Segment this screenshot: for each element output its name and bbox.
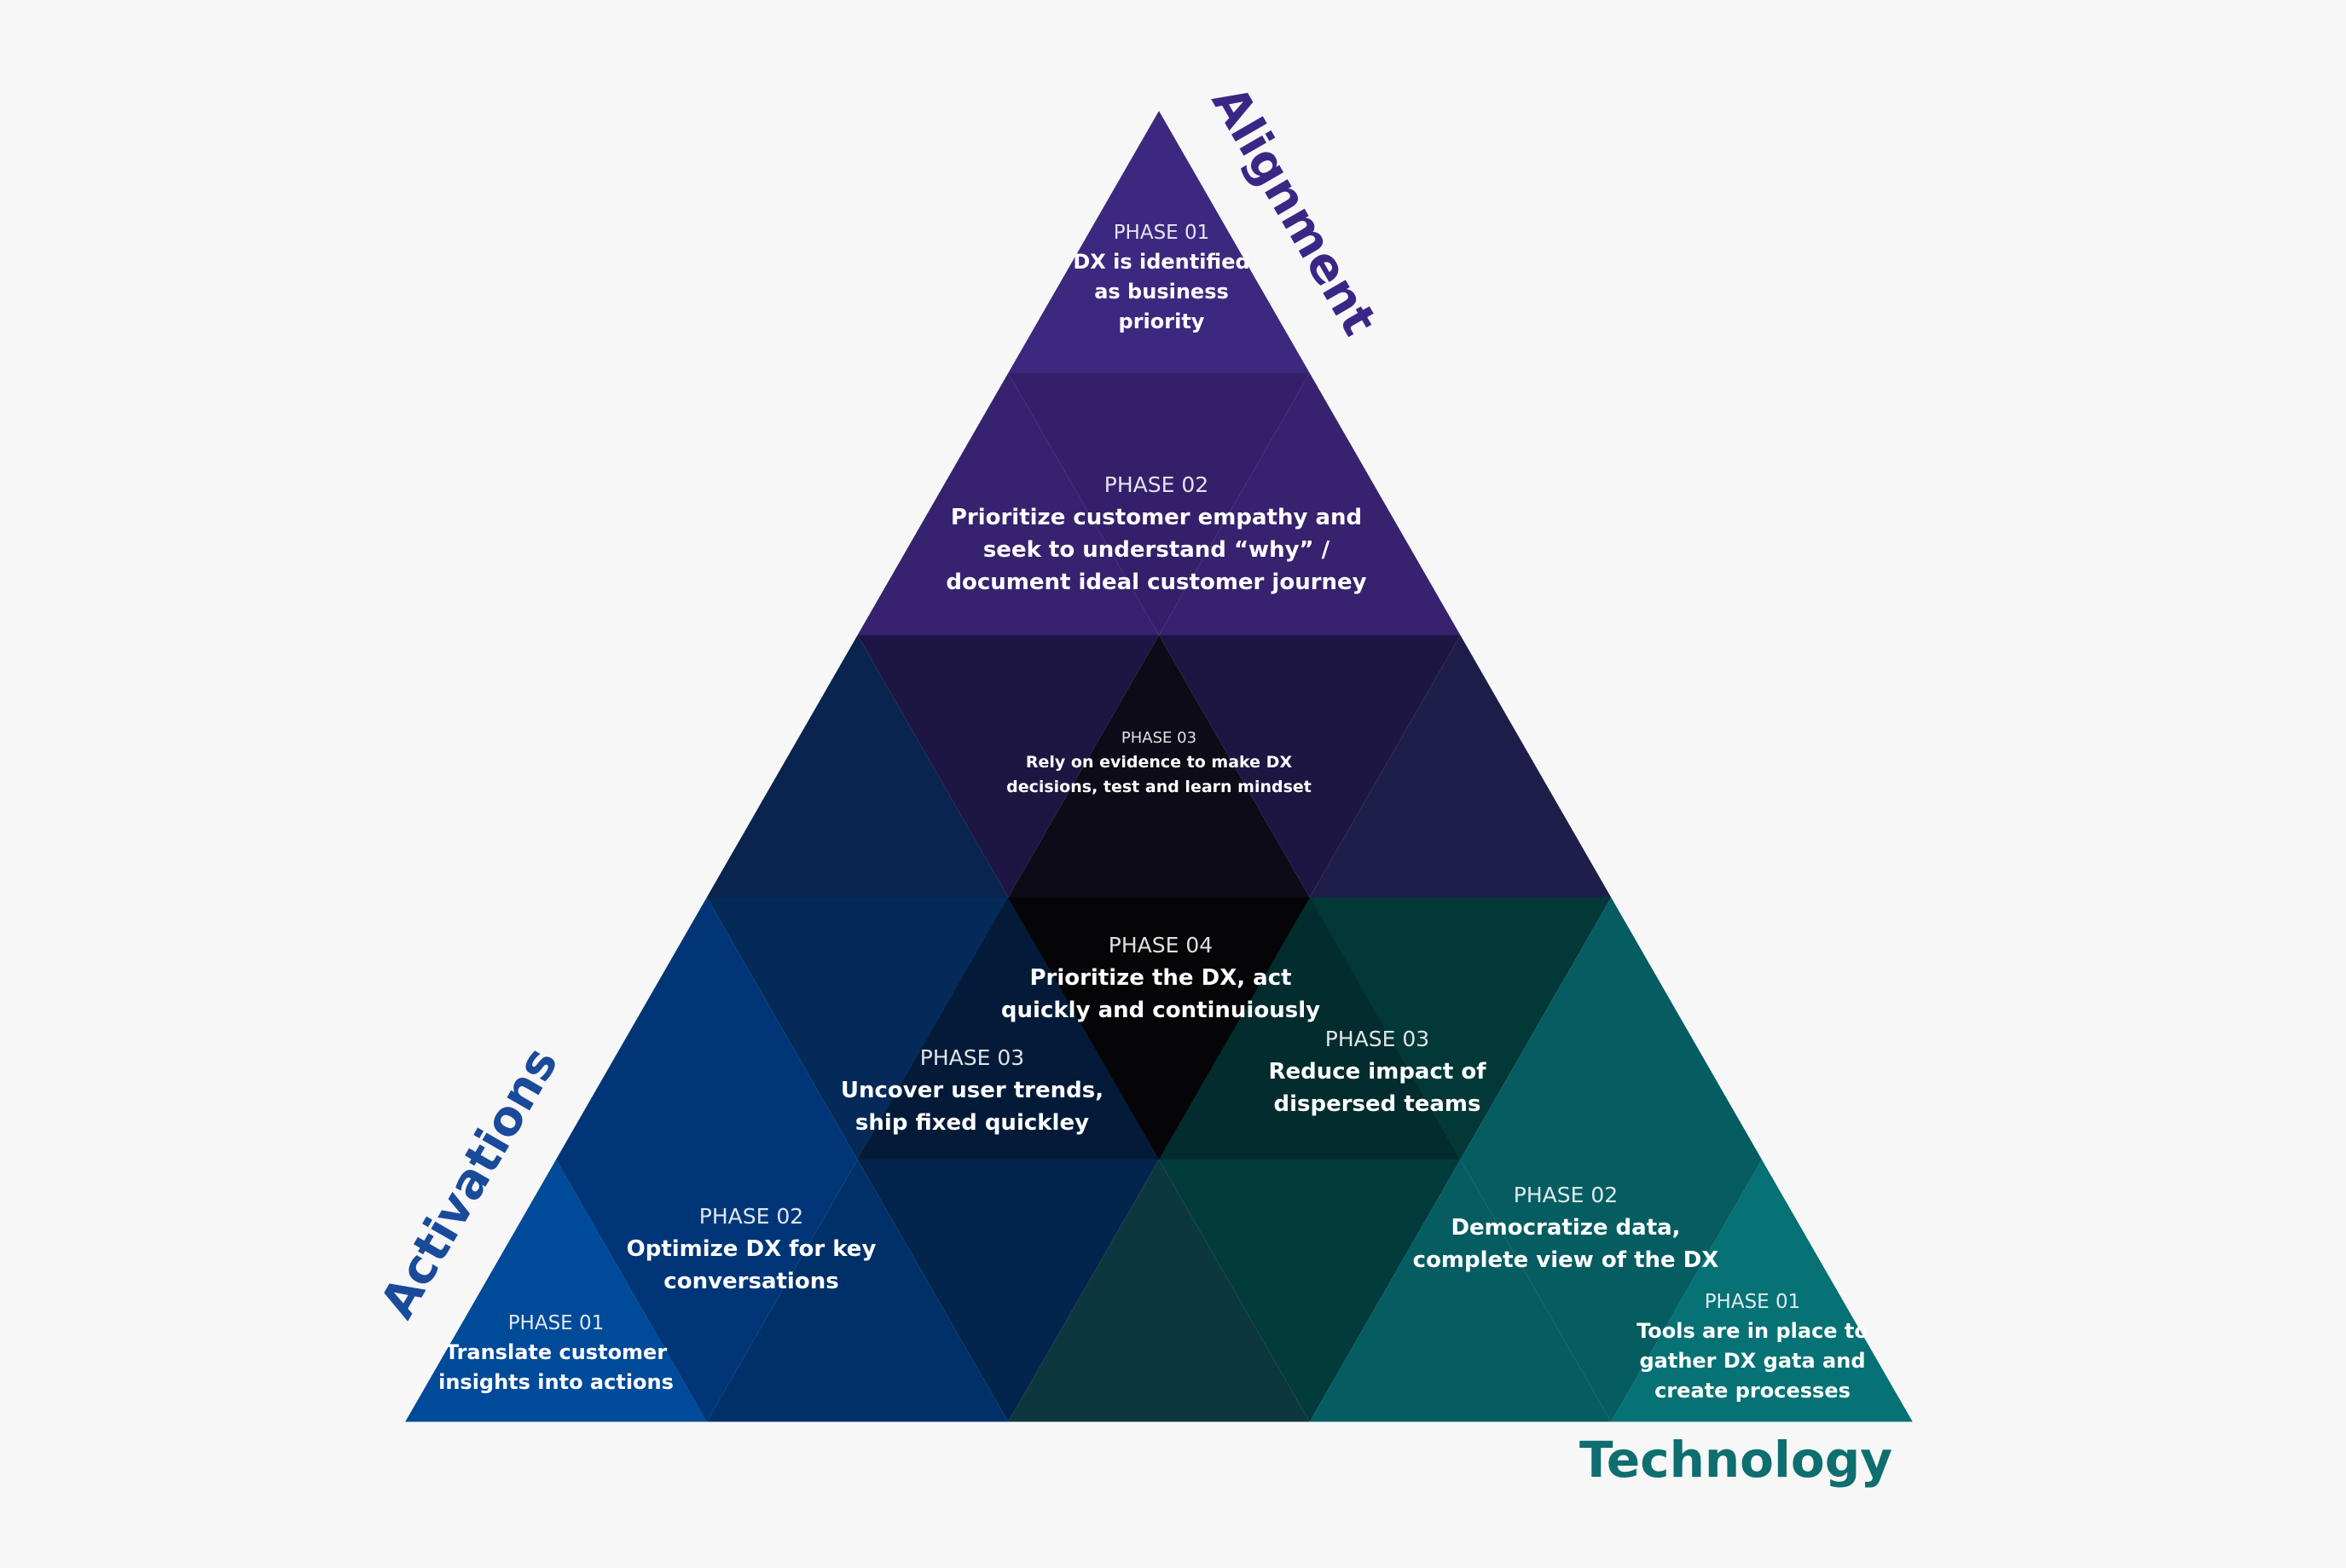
- phase-texts: PHASE 01 DX is identified as business pr…: [438, 222, 1868, 1403]
- tile-activations-02: [556, 1160, 858, 1422]
- activations-03-line-1: Uncover user trends,: [841, 1078, 1103, 1103]
- technology-01-line-3: create processes: [1654, 1379, 1851, 1403]
- technology-01-line-2: gather DX gata and: [1639, 1349, 1865, 1373]
- tile-row5-f: [1159, 1160, 1461, 1422]
- activations-01-phase: PHASE 01: [508, 1312, 605, 1334]
- alignment-02-phase: PHASE 02: [1104, 472, 1208, 497]
- alignment-02-line-1: Prioritize customer empathy and: [951, 505, 1362, 530]
- alignment-01-line-2: as business: [1094, 280, 1229, 304]
- overlay-center-04: [1008, 897, 1310, 1160]
- tile-technology-02: [1309, 1160, 1612, 1422]
- tile-row3-d: [1159, 635, 1461, 898]
- tile-row3-a: [706, 635, 1009, 898]
- technology-02-line-2: complete view of the DX: [1413, 1247, 1719, 1273]
- tile-row5-e: [1008, 1160, 1310, 1422]
- tile-row5-c: [706, 1160, 1009, 1422]
- overlay-activations-03: [857, 897, 1159, 1160]
- tile-row5-d: [857, 1160, 1159, 1422]
- tile-alignment-02-left: [857, 373, 1159, 635]
- center-04-phase: PHASE 04: [1109, 933, 1213, 958]
- activations-02-line-1: Optimize DX for key: [627, 1236, 877, 1262]
- tile-row4-b: [706, 897, 1009, 1160]
- technology-02-phase: PHASE 02: [1514, 1183, 1618, 1207]
- alignment-02-line-2: seek to understand “why” /: [983, 537, 1330, 563]
- activations-02-line-2: conversations: [663, 1269, 838, 1294]
- activations-02-phase: PHASE 02: [699, 1204, 803, 1229]
- alignment-01-line-3: priority: [1119, 310, 1205, 333]
- technology-01-line-1: Tools are in place to: [1636, 1319, 1868, 1343]
- tile-row4-a: [556, 897, 858, 1160]
- alignment-01-line-1: DX is identified: [1073, 250, 1249, 274]
- activations-01-line-2: insights into actions: [438, 1370, 674, 1394]
- alignment-03-phase: PHASE 03: [1121, 729, 1196, 747]
- tile-row3-e: [1309, 635, 1612, 898]
- technology-03-phase: PHASE 03: [1325, 1027, 1429, 1051]
- activations-03-phase: PHASE 03: [920, 1045, 1024, 1070]
- alignment-02-line-3: document ideal customer journey: [946, 570, 1366, 595]
- overlay-technology-03: [1159, 897, 1461, 1160]
- alignment-03-line-1: Rely on evidence to make DX: [1026, 753, 1293, 772]
- center-04-line-1: Prioritize the DX, act: [1029, 965, 1291, 991]
- tile-alignment-01: [1008, 111, 1310, 373]
- overlay-alignment-03: [1009, 639, 1309, 898]
- tile-row4-g: [1460, 897, 1762, 1160]
- technology-03-line-2: dispersed teams: [1273, 1091, 1480, 1117]
- technology-01-phase: PHASE 01: [1705, 1291, 1801, 1313]
- alignment-01-phase: PHASE 01: [1114, 222, 1210, 244]
- tile-row3-b: [857, 635, 1159, 898]
- tile-alignment-02-right: [1159, 373, 1461, 635]
- pyramid-overlays: [405, 639, 1913, 1422]
- axis-label-technology: Technology: [1579, 1431, 1892, 1489]
- tile-row5-h: [1460, 1160, 1762, 1422]
- technology-03-line-1: Reduce impact of: [1268, 1059, 1486, 1085]
- pyramid-tiles: [405, 111, 1913, 1422]
- overlay-activations-01: [405, 1164, 707, 1422]
- technology-02-line-1: Democratize data,: [1451, 1215, 1680, 1241]
- activations-01-line-1: Translate customer: [445, 1340, 668, 1364]
- activations-03-line-2: ship fixed quickley: [855, 1110, 1089, 1136]
- tile-alignment-02-center: [1008, 373, 1310, 635]
- center-04-line-2: quickly and continuiously: [1001, 998, 1320, 1023]
- alignment-03-line-2: decisions, test and learn mindset: [1006, 778, 1312, 796]
- overlay-technology-01: [1611, 1164, 1913, 1422]
- tile-row4-f: [1309, 897, 1612, 1160]
